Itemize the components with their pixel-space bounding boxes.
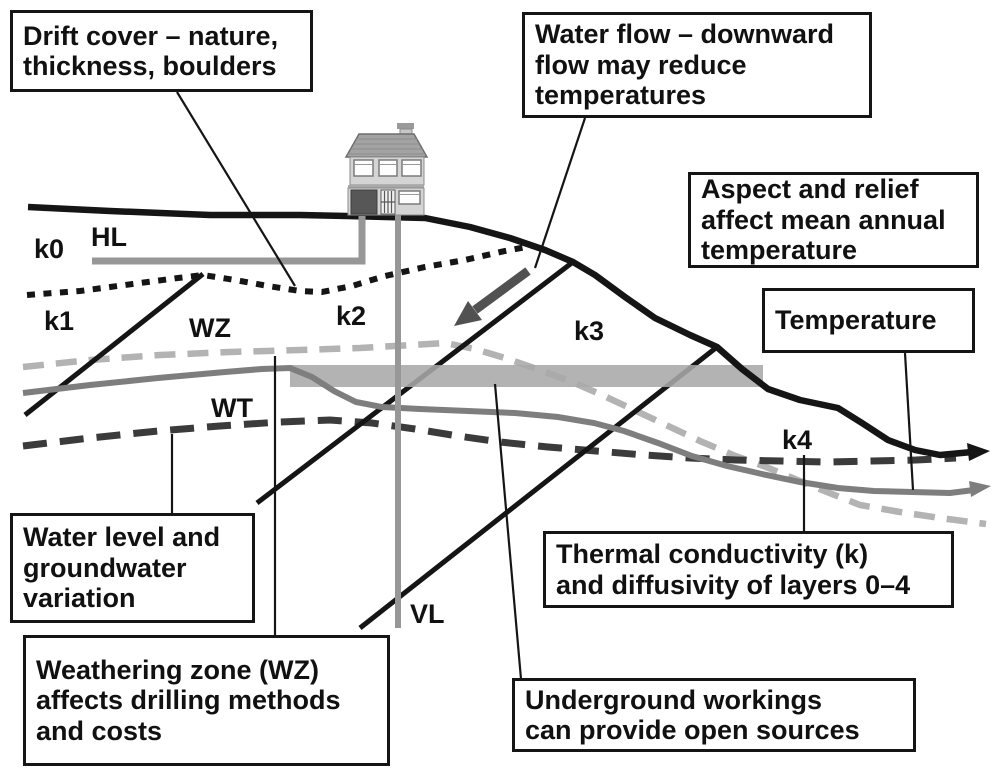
callout-thermal-conductivity: Thermal conductivity (k) and diffusivity…: [543, 531, 954, 608]
label-k4: k4: [782, 425, 813, 455]
leader-temperature: [903, 352, 915, 491]
callout-weathering-zone: Weathering zone (WZ) affects drilling me…: [23, 635, 390, 766]
label-k0: k0: [34, 234, 65, 264]
callout-temperature: Temperature: [762, 288, 975, 353]
callout-water-level-text: Water level and groundwater variation: [23, 522, 221, 614]
water-table-dashed-line: [22, 416, 957, 466]
fault-line-k3-k4: [358, 345, 719, 630]
drift-base-dotted-line: [26, 243, 533, 298]
callout-aspect-relief-text: Aspect and relief affect mean annual tem…: [701, 174, 946, 266]
label-hl: HL: [91, 222, 127, 252]
weathering-zone-dashed-line: [22, 339, 987, 528]
callout-weathering-zone-text: Weathering zone (WZ) affects drilling me…: [36, 654, 341, 746]
label-k2: k2: [336, 301, 367, 331]
callout-drift-cover: Drift cover – nature, thickness, boulder…: [10, 10, 313, 92]
underground-workings-bar: [290, 365, 763, 387]
temperature-curve-line: [22, 364, 975, 497]
label-k3: k3: [574, 316, 605, 346]
ground-surface-line: [27, 203, 973, 459]
callout-thermal-conductivity-text: Thermal conductivity (k) and diffusivity…: [556, 539, 911, 600]
label-k1: k1: [44, 306, 75, 336]
callout-water-flow-text: Water flow – downward flow may reduce te…: [535, 19, 835, 111]
callout-water-flow: Water flow – downward flow may reduce te…: [522, 12, 872, 118]
callout-drift-cover-text: Drift cover – nature, thickness, boulder…: [23, 20, 279, 82]
leader-underground-workings: [493, 383, 523, 680]
temperature-curve-arrowhead: [969, 481, 991, 497]
callout-underground-workings-text: Underground workings can provide open so…: [525, 684, 860, 746]
water-flow-arrow-icon: [454, 267, 531, 326]
surface-arrowhead: [967, 443, 990, 461]
house-icon: [344, 123, 429, 216]
fault-line-k1-k2: [23, 272, 205, 417]
callout-water-level: Water level and groundwater variation: [10, 513, 255, 623]
leader-water-flow: [533, 117, 587, 269]
label-wt: WT: [211, 393, 253, 423]
leader-drift-cover: [176, 91, 296, 287]
callout-aspect-relief: Aspect and relief affect mean annual tem…: [688, 172, 979, 268]
label-wz: WZ: [189, 313, 231, 343]
callout-underground-workings: Underground workings can provide open so…: [512, 678, 916, 752]
label-vl: VL: [410, 599, 445, 629]
callout-temperature-text: Temperature: [775, 305, 937, 336]
horizontal-loop-pipe: [92, 216, 366, 265]
